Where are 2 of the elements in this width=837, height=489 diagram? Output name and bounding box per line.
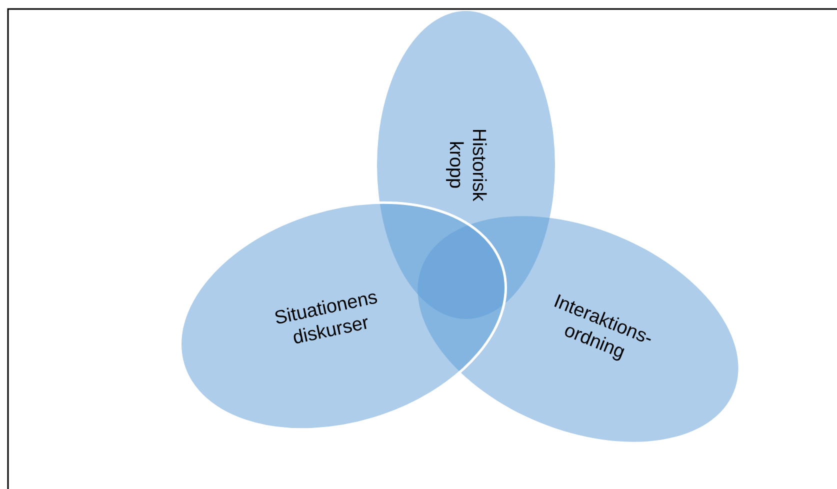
ellipse-label: Situationens diskurser xyxy=(272,286,380,351)
ellipse-label: Historisk kropp xyxy=(444,127,489,204)
